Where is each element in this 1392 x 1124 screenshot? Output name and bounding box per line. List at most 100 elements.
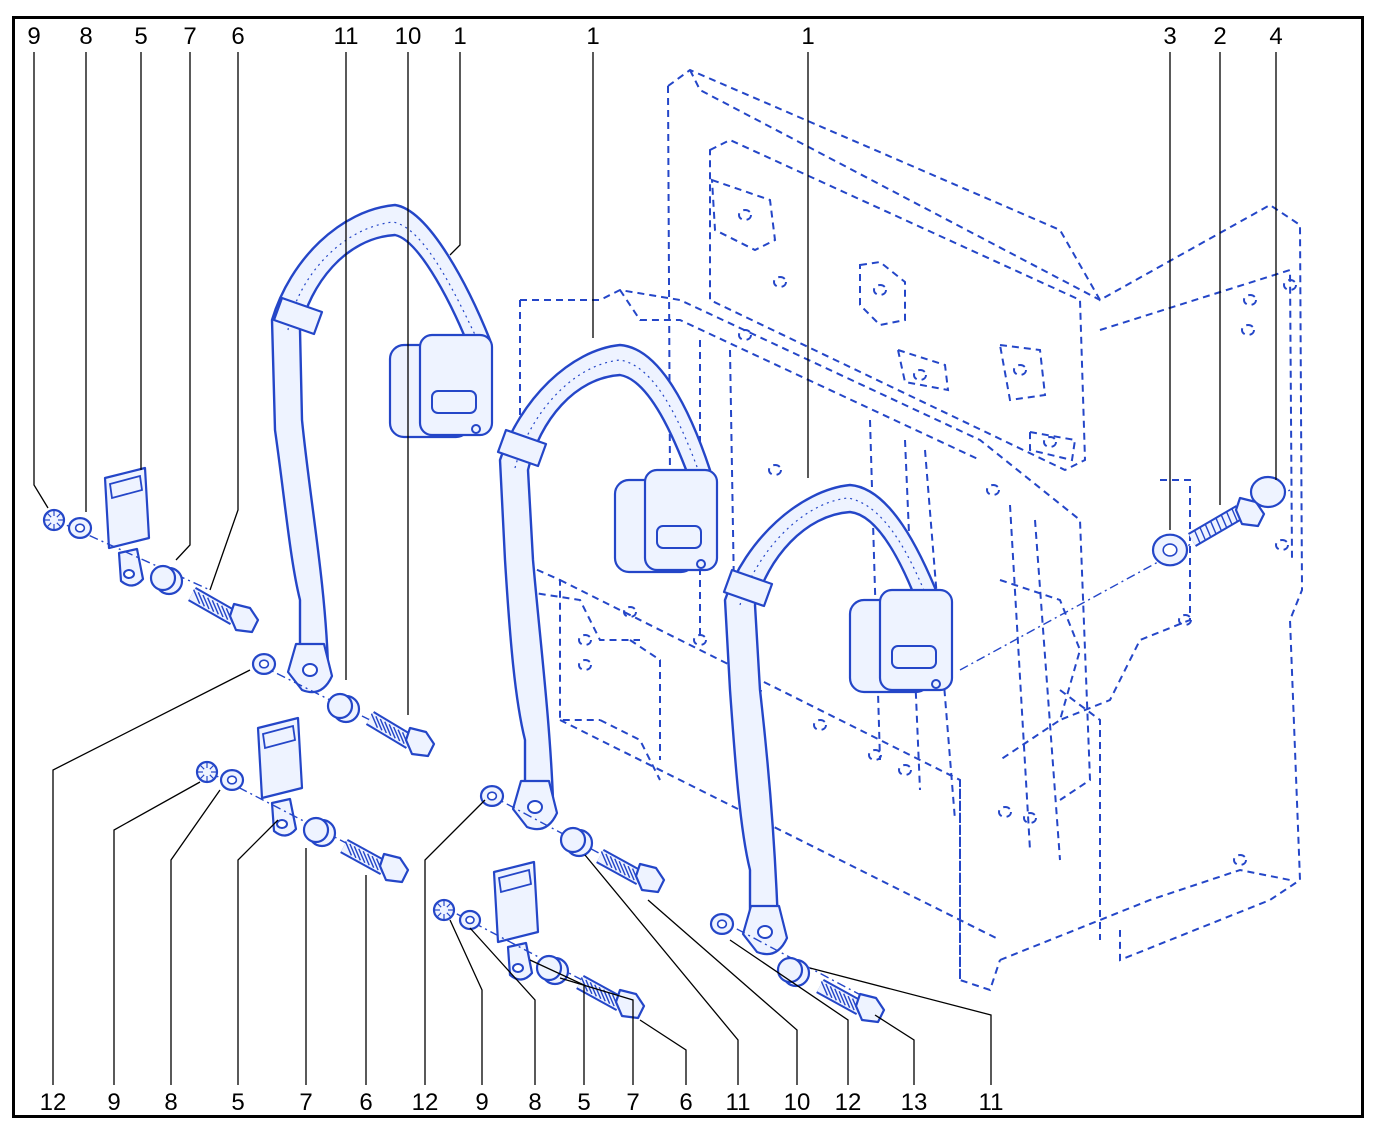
washer-hole (716, 919, 728, 929)
belt-retractor-housing (418, 333, 494, 437)
bolt-shank (817, 980, 863, 1014)
bolt-hex-head (614, 988, 646, 1020)
bolt-thread (1199, 526, 1207, 542)
bolt-thread (600, 851, 609, 866)
circlip-tooth (200, 765, 205, 770)
seat-frame-edge (709, 138, 1087, 472)
belt-retractor-rivet (471, 424, 481, 434)
bolt-thread (627, 865, 635, 881)
bolt-thread (609, 856, 617, 871)
callout-label: 1 (453, 23, 466, 50)
seat-frame-bolt-hole (1013, 364, 1027, 376)
seat-belt-assembly (722, 483, 954, 956)
seat-frame-bolt-hole (1023, 812, 1037, 824)
bolt-thread (221, 605, 229, 620)
bolt-hex-head (228, 602, 260, 634)
seat-frame-edge (904, 439, 921, 791)
bolt-thread (843, 993, 851, 1008)
bolt-thread (384, 721, 392, 736)
callout-label: 8 (164, 1089, 177, 1116)
seat-frame-bolt-hole (1243, 294, 1257, 306)
buckle-housing (103, 466, 151, 550)
leader-line (449, 919, 483, 1085)
seat-frame-edge (1034, 519, 1061, 861)
circlip-tooth (47, 522, 52, 527)
bolt-thread (847, 995, 855, 1011)
bolt-thread (375, 716, 383, 731)
circlip-tooth (200, 774, 205, 779)
seat-frame-bolt-hole (868, 749, 882, 761)
buckle-tongue-plate (270, 797, 298, 837)
callout-label: 3 (1163, 23, 1176, 50)
cap-nut (1249, 475, 1287, 509)
callout-label: 2 (1213, 23, 1226, 50)
buckle-slot (261, 724, 297, 750)
seat-frame-bolt-hole (578, 659, 592, 671)
belt-retractor-rivet (931, 679, 941, 689)
belt-anchor-hole (757, 925, 773, 939)
leader-line (52, 669, 251, 1085)
bolt-thread (367, 853, 375, 868)
seat-frame-edge (1009, 504, 1031, 851)
callout-label: 7 (299, 1089, 312, 1116)
leader-line (170, 789, 221, 1085)
seat-frame-edge (729, 349, 736, 651)
leader-line (237, 819, 279, 1085)
bolt-hex-head (378, 852, 410, 884)
callout-label: 9 (475, 1089, 488, 1116)
bolt-thread (197, 592, 205, 607)
spacer-bush-face (535, 954, 563, 982)
callout-label: 4 (1269, 23, 1282, 50)
callout-label: 12 (412, 1089, 439, 1116)
washer-hole (74, 523, 86, 533)
leader-line (424, 799, 486, 1085)
seat-frame-bolt-hole (986, 484, 1000, 496)
seat-frame-edge (998, 343, 1047, 402)
leader-line (647, 899, 798, 1085)
leader-line (113, 781, 201, 1085)
callout-label: 7 (626, 1089, 639, 1116)
bolt-thread (594, 984, 602, 1000)
circlip-tooth (47, 513, 52, 518)
spacer-bush-face (149, 564, 177, 592)
bolt-thread (618, 860, 626, 876)
seat-frame-edge (559, 579, 1001, 992)
seat-frame-bolt-hole (773, 276, 787, 288)
callout-label: 8 (528, 1089, 541, 1116)
bolt-thread (1220, 514, 1228, 529)
callout-label: 6 (359, 1089, 372, 1116)
seat-frame-edge (869, 419, 881, 761)
bolt-thread (397, 729, 405, 744)
callout-label: 6 (679, 1089, 692, 1116)
seat-frame-bolt-hole (693, 634, 707, 646)
belt-anchor-hole (527, 800, 543, 814)
callout-label: 12 (40, 1089, 67, 1116)
bolt-shank (366, 712, 414, 748)
seat-frame-bolt-hole (1283, 279, 1297, 291)
bolt-thread (370, 713, 379, 728)
seat-frame-edge (514, 559, 600, 721)
bolt-shank (597, 850, 643, 884)
buckle-hole (512, 963, 524, 973)
seat-frame-bolt-hole (998, 806, 1012, 818)
bolt-thread (371, 855, 379, 871)
callout-label: 11 (334, 23, 359, 50)
leader-line (729, 939, 849, 1085)
bolt-thread (211, 600, 219, 615)
leader-line (559, 977, 634, 1085)
bolt-thread (838, 990, 846, 1006)
hardware (42, 475, 1291, 1024)
leader-lines (33, 52, 1277, 1085)
callout-label: 9 (107, 1089, 120, 1116)
bolt-thread (388, 724, 396, 739)
bolt-thread (829, 986, 837, 1001)
seat-frame-edge (1099, 268, 1293, 561)
callout-label: 5 (231, 1089, 244, 1116)
leader-line (469, 927, 536, 1085)
circlip-tooth (446, 903, 451, 908)
belt-webbing-texture (514, 359, 701, 476)
callout-label: 8 (79, 23, 92, 50)
belt-retractor-rivet (696, 559, 706, 569)
seat-frame-bolt-hole (1178, 614, 1192, 626)
